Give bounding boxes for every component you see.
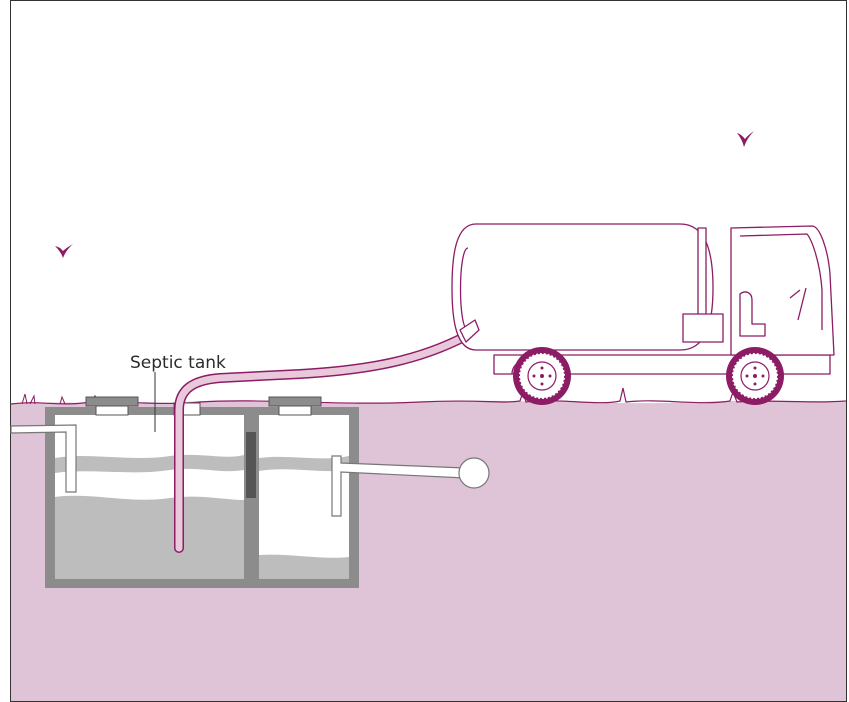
truck-hose-connector: [459, 319, 480, 343]
truck-pipe: [697, 227, 707, 323]
callout-label: Septic tank: [130, 353, 226, 373]
inlet-pipe: [10, 424, 77, 493]
manhole-cover-icon: [268, 396, 322, 407]
manhole-cover-icon: [278, 405, 312, 416]
septic-tank: [10, 396, 490, 588]
manhole-cover-icon: [85, 396, 139, 407]
bird-icon: [737, 131, 754, 147]
hose-inner: [175, 332, 470, 552]
scum-layer: [259, 456, 349, 472]
baffle: [246, 432, 256, 498]
truck-cab: [730, 225, 835, 356]
truck-windshield-crack: [789, 287, 807, 321]
grass-tuft: [21, 393, 66, 405]
partition-wall: [244, 512, 259, 579]
sludge-layer: [259, 554, 349, 579]
truck-wheel: [513, 347, 571, 405]
truck-box: [682, 313, 724, 343]
truck-wheel: [726, 347, 784, 405]
sludge-layer: [55, 495, 244, 579]
manhole-cover-icon: [95, 405, 129, 416]
truck-icon: [451, 223, 835, 375]
truck-seat: [739, 291, 766, 337]
scum-layer: [55, 454, 244, 473]
truck-window: [739, 233, 823, 330]
outlet-drain: [458, 457, 490, 489]
truck-tank: [451, 223, 714, 351]
bird-icon: [55, 244, 73, 258]
